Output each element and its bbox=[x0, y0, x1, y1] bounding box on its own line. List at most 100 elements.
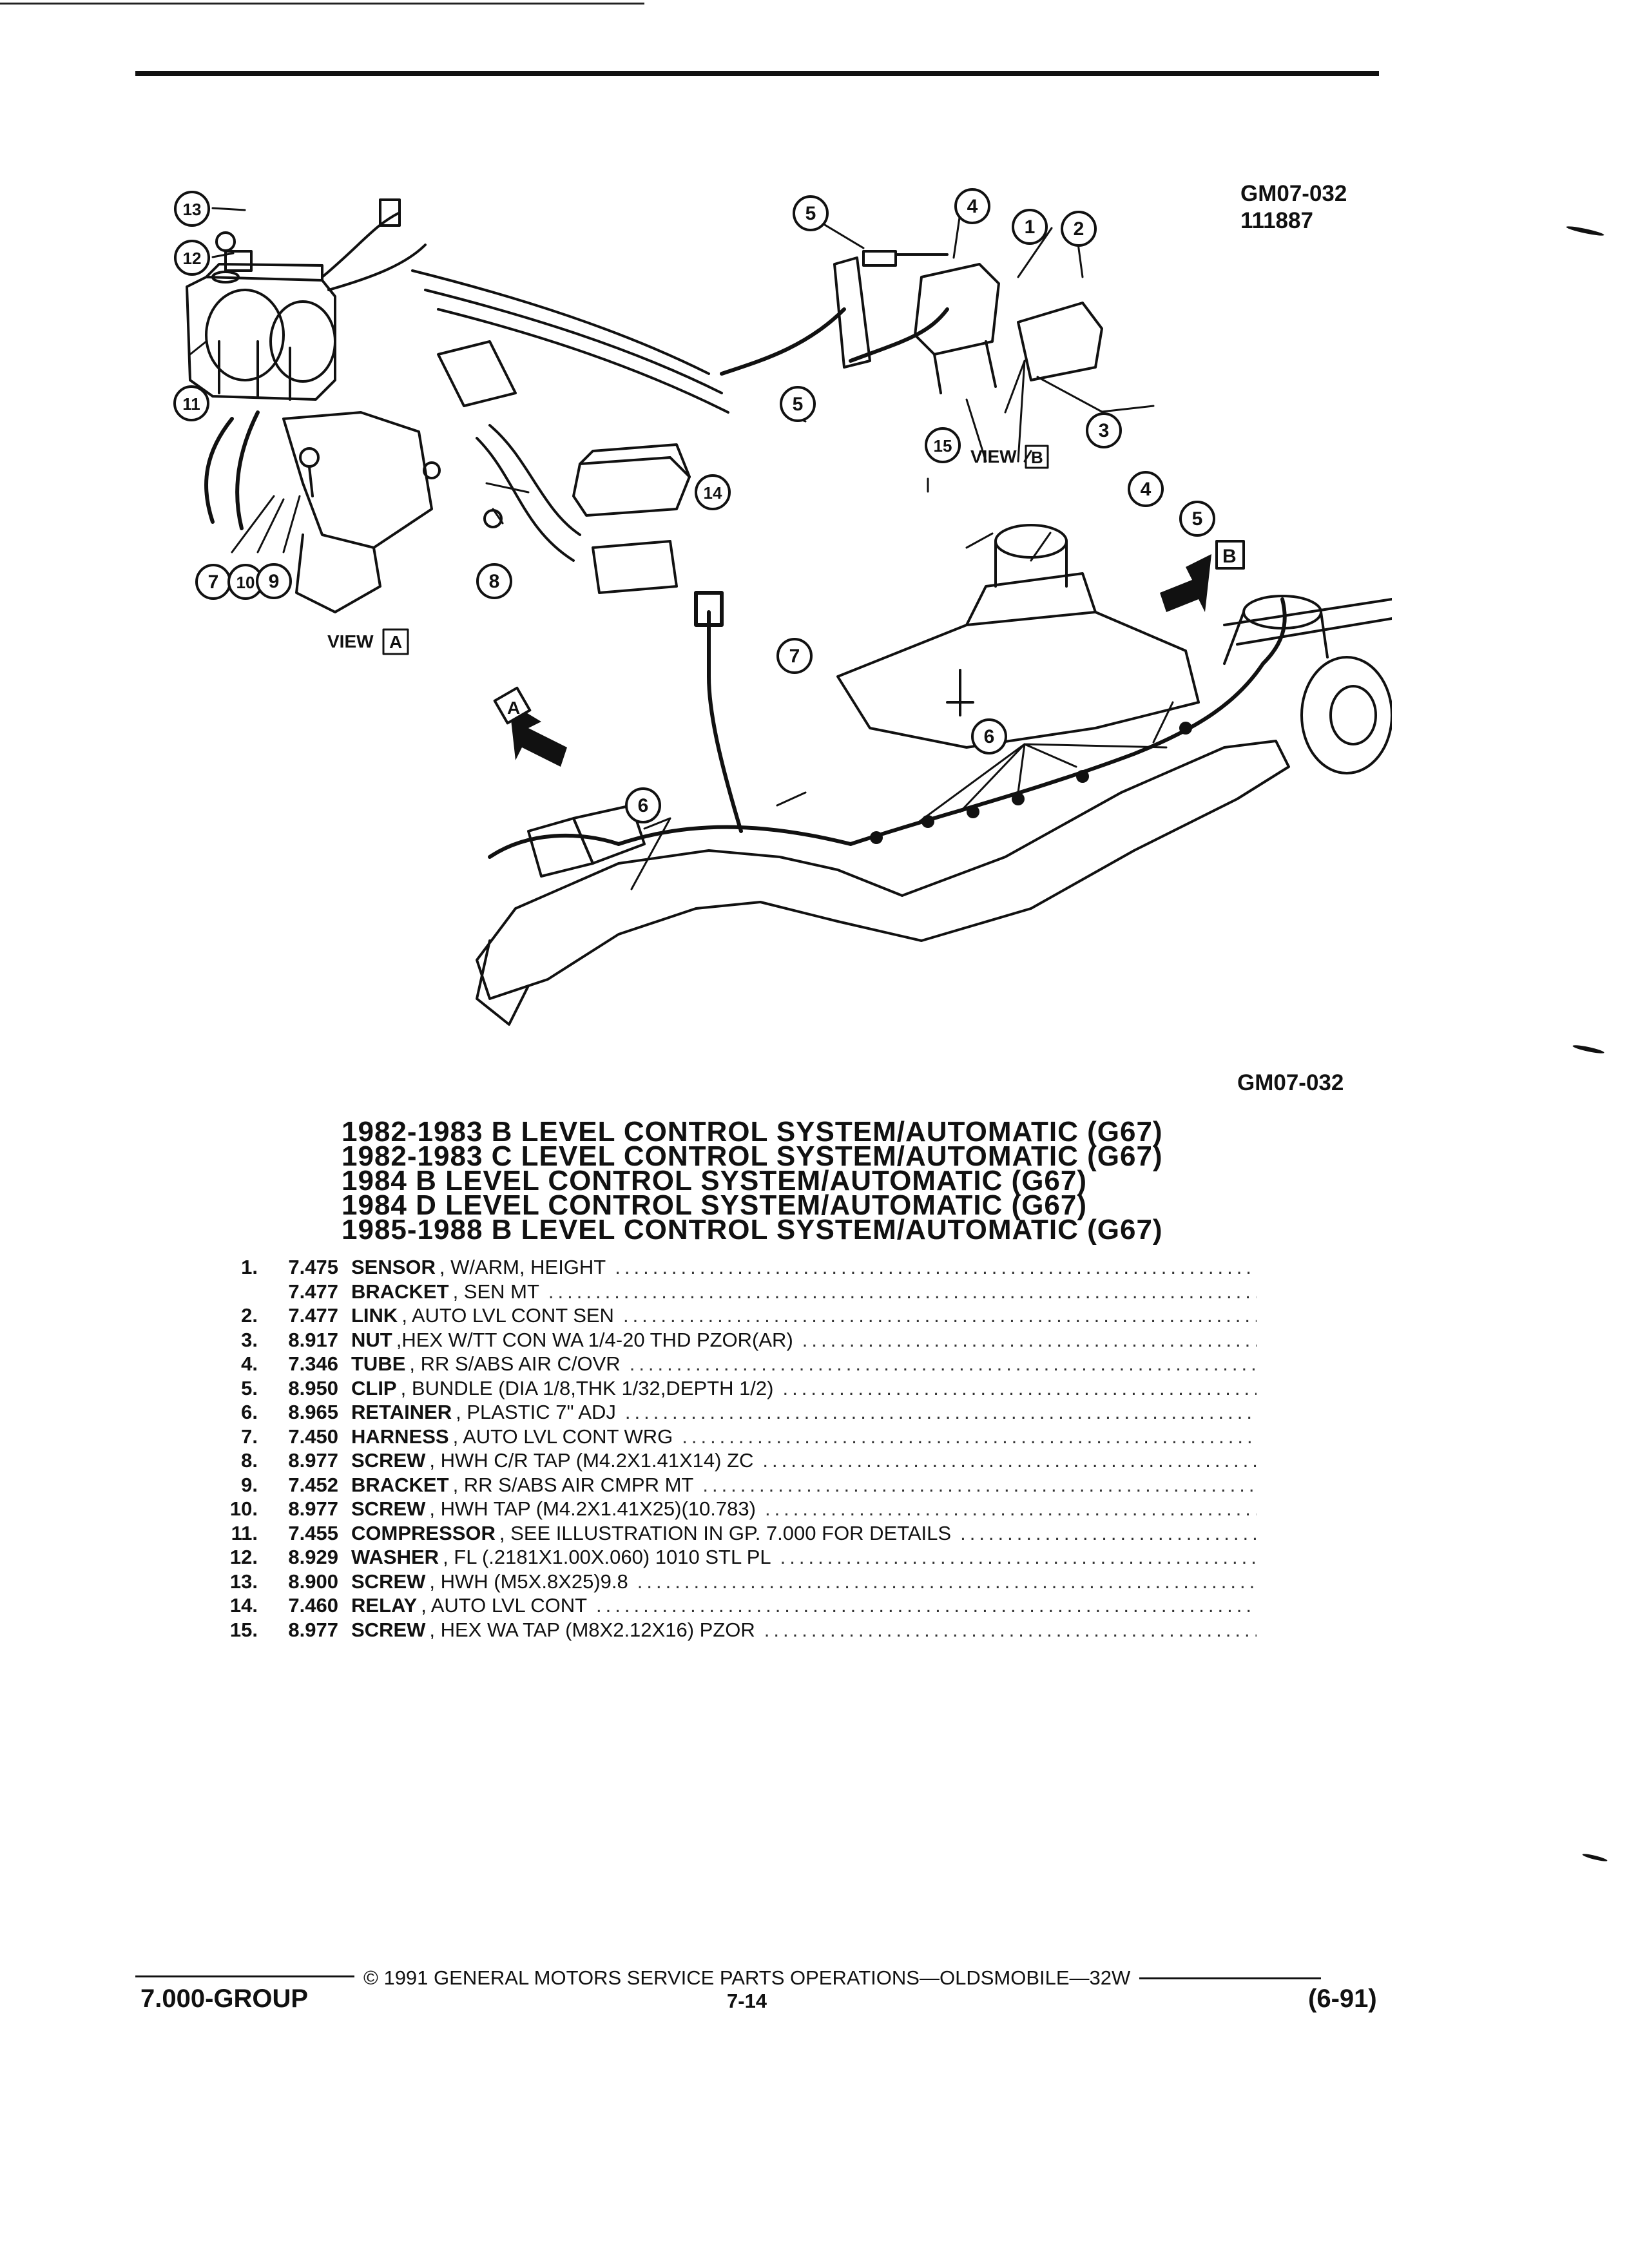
compressor-assembly bbox=[186, 198, 427, 401]
part-name: WASHER bbox=[351, 1546, 439, 1568]
leader-dots bbox=[802, 1328, 1257, 1352]
section-title: 1984 D LEVEL CONTROL SYSTEM/AUTOMATIC (G… bbox=[342, 1189, 1088, 1221]
part-description: , SEN MT bbox=[452, 1280, 539, 1303]
part-code: 7.346 bbox=[288, 1352, 338, 1375]
part-name: SENSOR bbox=[351, 1256, 436, 1278]
callout-number: 11 bbox=[182, 394, 200, 414]
part-name: TUBE bbox=[351, 1352, 406, 1375]
part-code: 8.950 bbox=[288, 1376, 338, 1399]
section-titles: 1982-1983 B LEVEL CONTROL SYSTEM/AUTOMAT… bbox=[342, 1118, 1308, 1245]
screw-bolts bbox=[211, 231, 503, 528]
callout-9: 9 bbox=[256, 563, 292, 599]
part-index: 11. bbox=[231, 1521, 258, 1544]
callout-number: 6 bbox=[638, 795, 649, 816]
compressor-bracket bbox=[204, 410, 433, 613]
part-name: SCREW bbox=[351, 1497, 426, 1520]
part-description: , HWH TAP (M4.2X1.41X25)(10.783) bbox=[429, 1497, 756, 1520]
callout-14: 14 bbox=[695, 474, 731, 510]
part-index: 2. bbox=[241, 1304, 258, 1327]
callout-number: 7 bbox=[208, 572, 219, 593]
callout-circle bbox=[695, 474, 731, 510]
leader-dots bbox=[625, 1400, 1257, 1425]
callout-number: 4 bbox=[967, 196, 978, 217]
callout-number: 1 bbox=[1025, 216, 1036, 238]
part-index: 12. bbox=[229, 1546, 258, 1568]
scan-mark bbox=[1572, 1043, 1605, 1055]
leader-dots bbox=[762, 1448, 1257, 1473]
callout-circle bbox=[780, 386, 816, 422]
leader-lines bbox=[189, 207, 1174, 890]
callout-7: 7 bbox=[776, 638, 813, 674]
vehicle-frame-lines bbox=[411, 269, 729, 414]
section-title: 1985-1988 B LEVEL CONTROL SYSTEM/AUTOMAT… bbox=[342, 1214, 1163, 1245]
leader-dots bbox=[682, 1425, 1257, 1449]
part-name: RELAY bbox=[351, 1594, 418, 1617]
part-index: 14. bbox=[229, 1594, 258, 1617]
part-code: 8.965 bbox=[288, 1401, 338, 1423]
leader-dots bbox=[548, 1280, 1257, 1304]
leader-dots bbox=[623, 1303, 1257, 1328]
part-index: 8. bbox=[241, 1449, 258, 1472]
callout-circle bbox=[954, 188, 990, 224]
reference-subcode: 111887 bbox=[1240, 208, 1313, 233]
part-name: SCREW bbox=[351, 1449, 426, 1472]
leader-dots bbox=[765, 1497, 1257, 1521]
callout-5: 5 bbox=[1179, 501, 1215, 537]
callout-4: 4 bbox=[1128, 471, 1164, 507]
part-name: RETAINER bbox=[351, 1401, 452, 1423]
part-description: , RR S/ABS AIR C/OVR bbox=[409, 1352, 621, 1375]
part-index: 13. bbox=[229, 1570, 258, 1593]
relay-assembly bbox=[476, 424, 691, 594]
callout-number: 10 bbox=[236, 573, 255, 592]
callout-2: 2 bbox=[1061, 211, 1097, 247]
part-code: 7.450 bbox=[288, 1425, 338, 1448]
footer-rule-left bbox=[135, 1975, 354, 1977]
leader-dots bbox=[596, 1593, 1257, 1618]
part-code: 7.460 bbox=[288, 1594, 338, 1617]
part-code: 8.977 bbox=[288, 1449, 338, 1472]
part-code: 8.917 bbox=[288, 1328, 338, 1351]
footer-rule-right bbox=[1139, 1977, 1321, 1979]
leader-dots bbox=[782, 1376, 1257, 1401]
part-description: , HEX WA TAP (M8X2.12X16) PZOR bbox=[429, 1618, 755, 1641]
part-name: SCREW bbox=[351, 1570, 426, 1593]
part-description: , FL (.2181X1.00X.060) 1010 STL PL bbox=[443, 1546, 771, 1568]
part-description: , AUTO LVL CONT WRG bbox=[452, 1425, 673, 1448]
callout-number: 14 bbox=[704, 483, 722, 503]
callout-number: 3 bbox=[1099, 420, 1110, 441]
reference-code: GM07-032 bbox=[1240, 181, 1347, 206]
callout-number: 4 bbox=[1141, 479, 1152, 500]
part-index: 1. bbox=[241, 1256, 258, 1278]
callout-circle bbox=[476, 563, 512, 599]
callout-number: 5 bbox=[805, 203, 816, 224]
callout-circle bbox=[925, 427, 961, 463]
leader-dots bbox=[615, 1255, 1257, 1280]
view-b-text: VIEW bbox=[970, 447, 1017, 466]
callout-circle bbox=[1061, 211, 1097, 247]
part-name: CLIP bbox=[351, 1376, 397, 1399]
callout-number: 15 bbox=[934, 436, 952, 456]
section-title: 1982-1983 C LEVEL CONTROL SYSTEM/AUTOMAT… bbox=[342, 1140, 1163, 1172]
callout-12: 12 bbox=[174, 240, 210, 276]
callout-5: 5 bbox=[780, 386, 816, 422]
part-description: , HWH (M5X.8X25)9.8 bbox=[429, 1570, 628, 1593]
section-title: 1984 B LEVEL CONTROL SYSTEM/AUTOMATIC (G… bbox=[342, 1165, 1088, 1196]
part-index: 3. bbox=[241, 1328, 258, 1351]
part-index: 6. bbox=[241, 1401, 258, 1423]
copyright-text: © 1991 GENERAL MOTORS SERVICE PARTS OPER… bbox=[363, 1966, 1131, 1989]
leader-dots bbox=[637, 1570, 1257, 1594]
